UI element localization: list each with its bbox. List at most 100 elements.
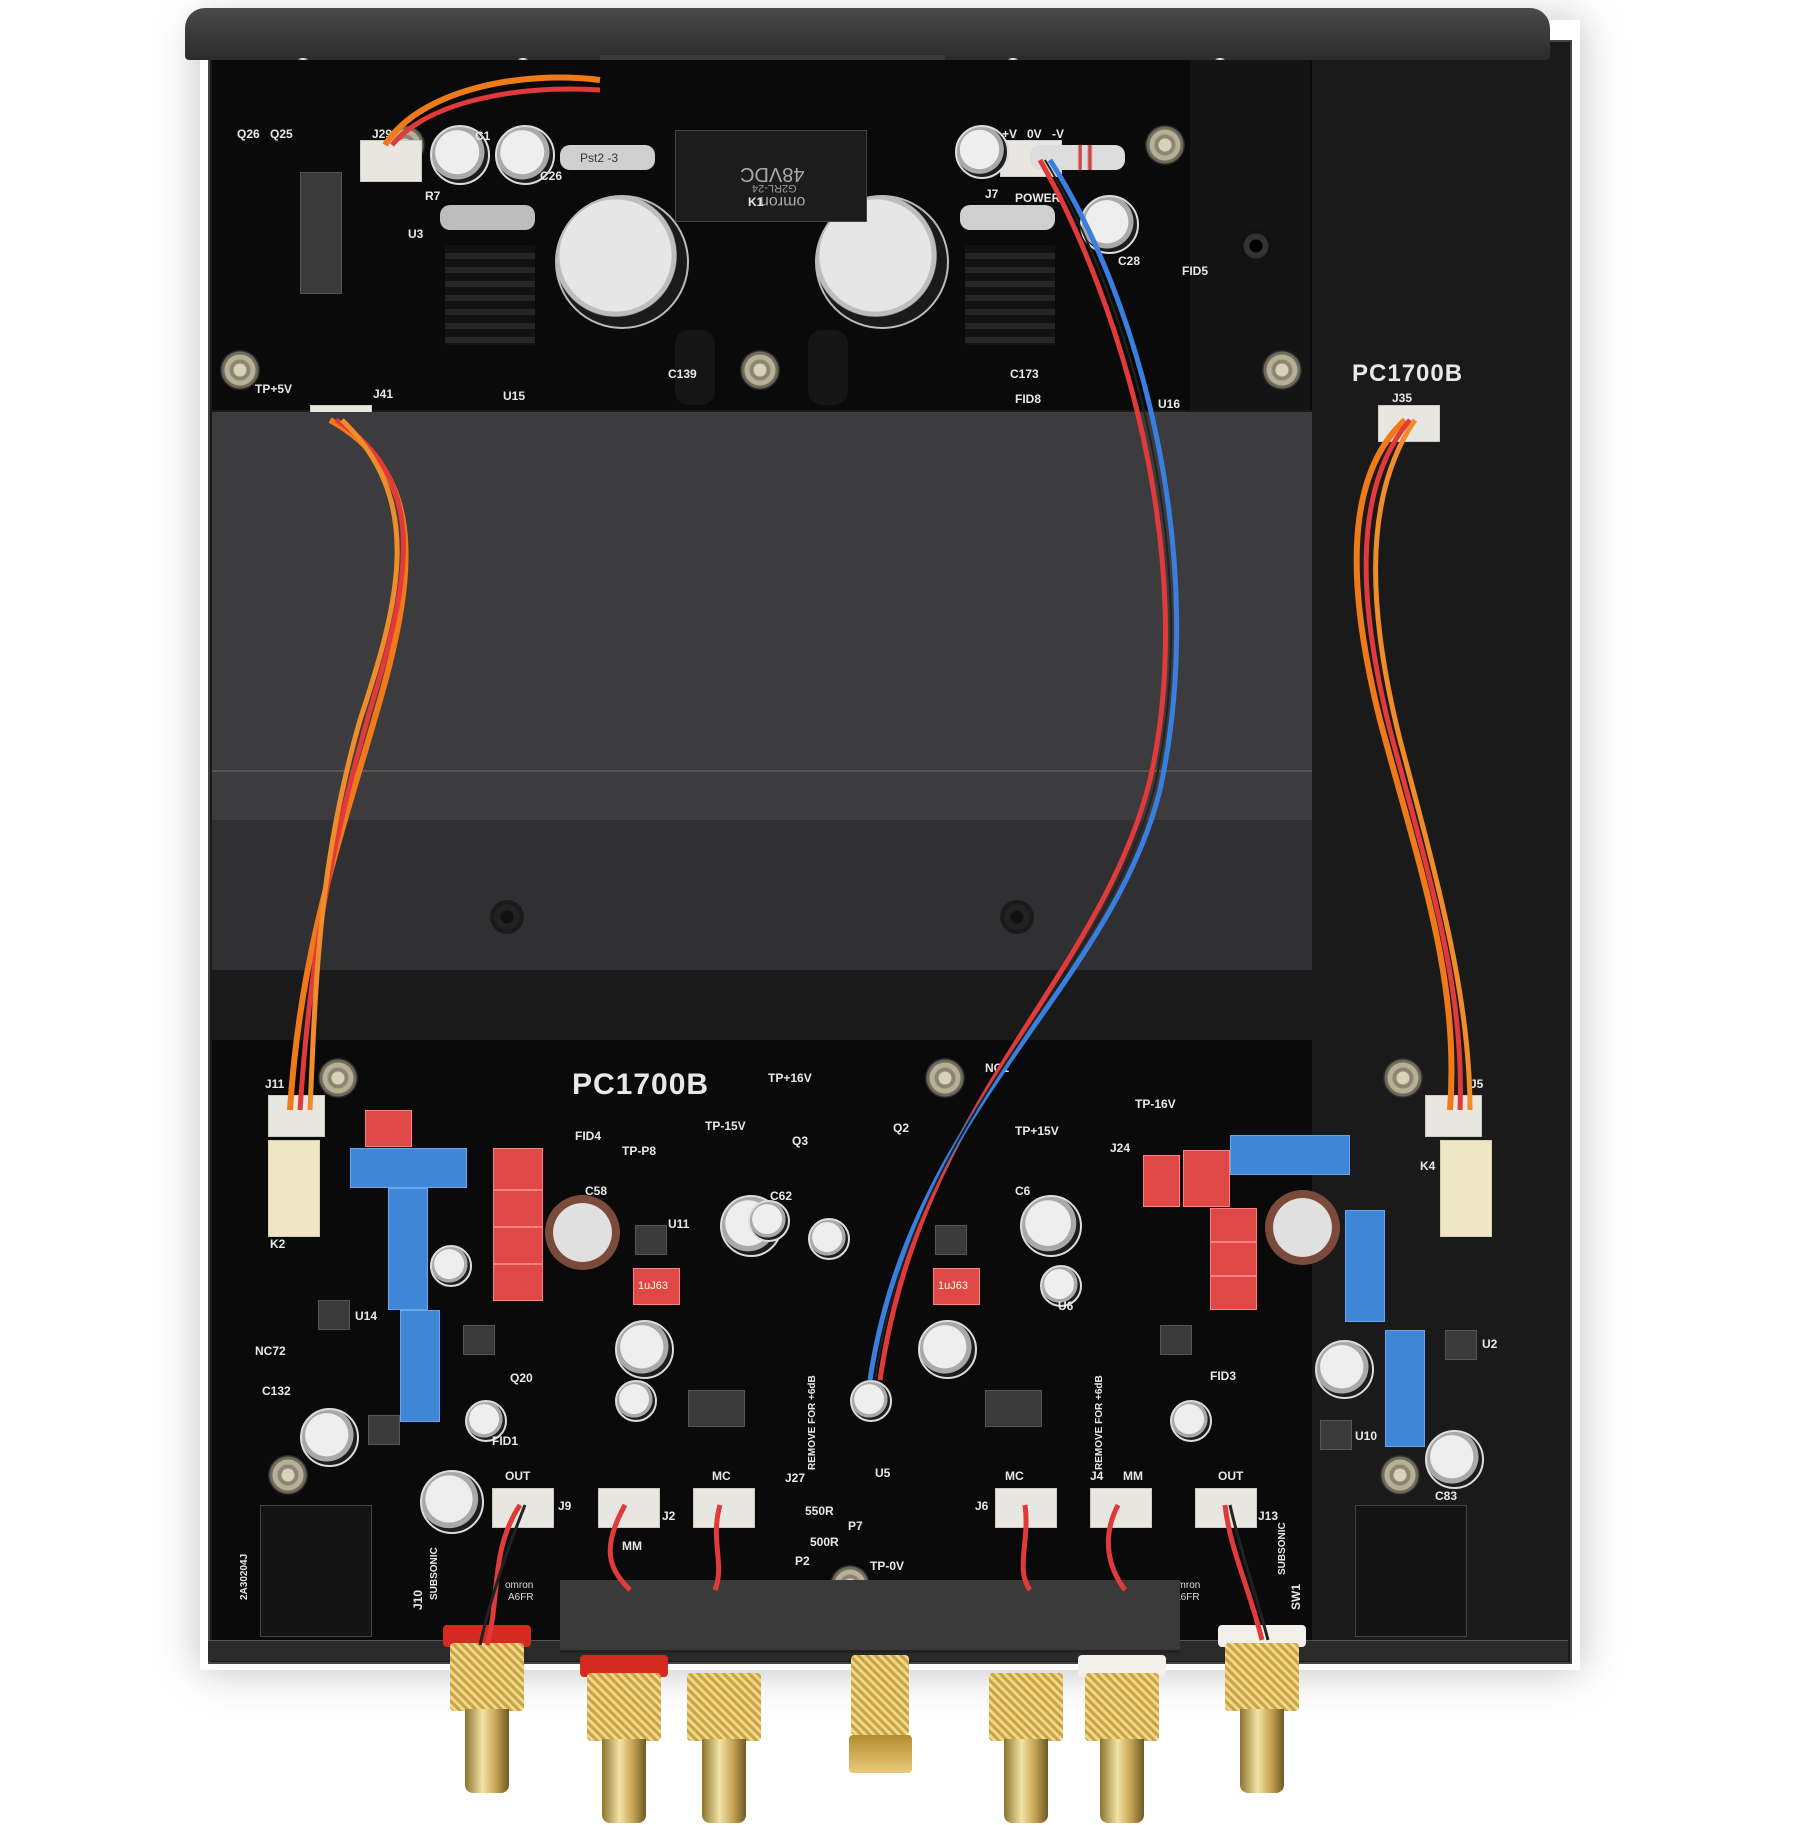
smd-capacitor (430, 1245, 472, 1287)
label-mm-right: MM (1123, 1469, 1143, 1483)
label-c28: C28 (1118, 254, 1141, 268)
label-c139: C139 (668, 367, 697, 381)
label-c132: C132 (262, 1384, 291, 1398)
label-u11: U11 (668, 1217, 690, 1231)
capacitor-c58 (545, 1195, 620, 1270)
capacitor-c6 (1020, 1195, 1082, 1257)
film-capacitor (400, 1310, 440, 1422)
power-resistor (440, 205, 535, 230)
label-k1: K1 (748, 195, 764, 209)
screw (1145, 125, 1185, 165)
label-500r: 500R (810, 1535, 839, 1549)
label-nc72: NC72 (255, 1344, 286, 1358)
label-fid3: J24 (1110, 1141, 1131, 1155)
film-capacitor (388, 1188, 428, 1310)
heatsink-hs2 (965, 245, 1055, 345)
switch-model-right: A6FR (1174, 1592, 1200, 1603)
film-capacitor (1210, 1276, 1257, 1310)
label-k2: K2 (270, 1237, 286, 1251)
label-c6: C6 (1015, 1184, 1031, 1198)
label-minus-v: -V (1052, 127, 1064, 141)
label-u16: U16 (1158, 397, 1181, 411)
label-u10: U10 (1355, 1429, 1378, 1443)
smd-capacitor (615, 1380, 657, 1422)
film-capacitor (493, 1148, 543, 1190)
capacitor (420, 1470, 484, 1534)
film-capacitor (1183, 1150, 1230, 1207)
rca-ring-red (580, 1655, 668, 1677)
rca-jack-1[interactable] (443, 1625, 531, 1795)
ic-u14 (318, 1300, 350, 1330)
label-p7: P7 (848, 1519, 863, 1533)
screw (740, 350, 780, 390)
screw (1383, 1058, 1423, 1098)
label-q2: Q2 (893, 1121, 910, 1135)
label-fid5: FID5 (1182, 264, 1209, 278)
label-tp5v: TP+5V (255, 382, 293, 396)
screw (318, 1058, 358, 1098)
jack-j43 (808, 330, 848, 405)
label-p2: P2 (795, 1554, 810, 1568)
capacitor-c1 (430, 125, 490, 185)
smd-capacitor (808, 1218, 850, 1260)
ground-terminal[interactable] (845, 1655, 915, 1775)
capacitor-c139 (555, 195, 689, 329)
switch-model-left: A6FR (508, 1592, 534, 1603)
label-j7: J7 (985, 187, 999, 201)
capacitor-c83 (1425, 1430, 1484, 1489)
label-u8: FID3 (1210, 1369, 1237, 1383)
shield-rivet (490, 900, 524, 934)
screw (268, 1455, 308, 1495)
ic-u11 (635, 1225, 667, 1255)
label-u15: U15 (503, 389, 526, 403)
label-j13: J13 (1258, 1509, 1279, 1523)
ic-u10 (1320, 1420, 1352, 1450)
label-j4: J4 (1090, 1469, 1104, 1483)
smd-capacitor (850, 1380, 892, 1422)
smd-capacitor (1170, 1400, 1212, 1442)
screw (220, 350, 260, 390)
label-c1: C1 (475, 129, 491, 143)
label-j41: J41 (373, 387, 394, 401)
label-tp15v: TP+15V (1015, 1124, 1059, 1138)
grommet-hole (1240, 230, 1272, 262)
rca-jack-7[interactable] (1218, 1625, 1306, 1795)
film-capacitor (1210, 1208, 1257, 1242)
label-c26: C26 (540, 169, 563, 183)
film-capacitor (493, 1190, 543, 1227)
connector-j11 (268, 1095, 325, 1137)
connector-mc-left (693, 1488, 755, 1528)
capacitor-c80-area (1265, 1190, 1340, 1265)
film-capacitor (493, 1227, 543, 1264)
film-capacitor-1uj63 (633, 1268, 680, 1305)
label-tp-15v: TP-15V (705, 1119, 746, 1133)
ic-u2 (1445, 1330, 1477, 1360)
label-plus-v: +V (1002, 127, 1018, 141)
film-capacitor (1210, 1242, 1257, 1276)
label-j2: J2 (662, 1509, 676, 1523)
film-cap-marking: 1uJ63 (938, 1280, 968, 1292)
label-q26: Q26 (237, 127, 260, 141)
smd-capacitor (465, 1400, 507, 1442)
label-j11: J11 (265, 1077, 285, 1091)
power-resistor (560, 145, 655, 170)
label-mc-left: MC (712, 1469, 731, 1483)
chassis-top-lip (185, 8, 1550, 60)
label-fid1: FID1 (492, 1434, 519, 1448)
ic-module (985, 1390, 1042, 1427)
capacitor-c173 (815, 195, 949, 329)
ic-u9 (368, 1415, 400, 1445)
label-p4: U6 (1058, 1299, 1074, 1313)
film-capacitor (350, 1148, 467, 1188)
ic-u6 (935, 1225, 967, 1255)
shield-rivet (1000, 900, 1034, 934)
label-power: POWER (1015, 191, 1061, 205)
film-capacitor (493, 1264, 543, 1301)
film-capacitor-1uj63 (933, 1268, 980, 1305)
power-resistor (960, 205, 1055, 230)
shield-divider (212, 770, 1312, 772)
label-q3: Q3 (792, 1134, 809, 1148)
label-fid6: U3 (408, 227, 424, 241)
connector-sw1-xlr (1355, 1505, 1467, 1637)
